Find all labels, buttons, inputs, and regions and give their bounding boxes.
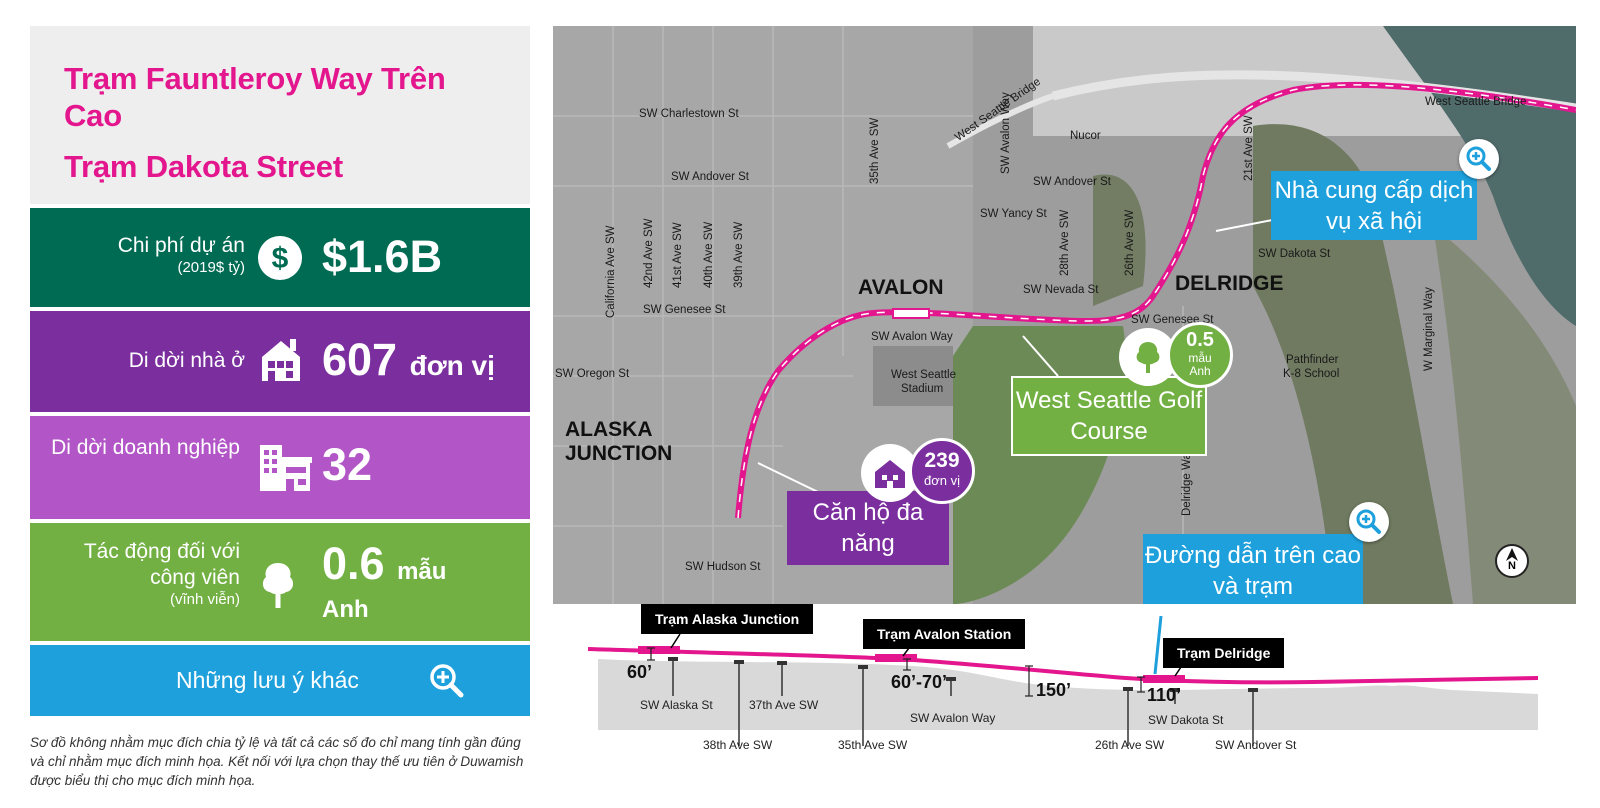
other-considerations-button[interactable]: Những lưu ý khác — [30, 645, 530, 716]
street-label: West Seattle Bridge — [1425, 96, 1527, 108]
station-tag-alaska: Trạm Alaska Junction — [641, 604, 814, 634]
profile-street-label: 38th Ave SW — [703, 738, 773, 752]
other-considerations-label: Những lưu ý khác — [176, 667, 359, 693]
guideway-callout: Đường dẫn trên cao và trạm — [1143, 534, 1363, 604]
landmark-label: K-8 School — [1283, 368, 1340, 380]
street-label: 21st Ave SW — [1243, 115, 1255, 181]
residential-displacement-unit: đơn vị — [409, 350, 495, 381]
business-displacement-label: Di dời doanh nghiệp — [51, 436, 240, 459]
zoom-in-icon[interactable] — [428, 662, 464, 703]
station-tag-delridge: Trạm Delridge — [1163, 638, 1285, 668]
park-impact-row: Tác động đối với công viên (vĩnh viễn) 0… — [30, 523, 530, 641]
profile-street-label: SW Avalon Way — [910, 711, 996, 725]
dollar-circle-icon: $ — [258, 236, 302, 285]
zoom-in-icon[interactable] — [1459, 139, 1499, 179]
project-cost-sublabel: (2019$ tỷ) — [177, 259, 245, 276]
neighborhood-label-alaska: ALASKA JUNCTION — [565, 418, 673, 465]
street-label: 35th Ave SW — [869, 117, 881, 184]
station-title-1: Trạm Fauntleroy Way Trên Cao — [64, 61, 446, 133]
house-icon — [875, 460, 905, 488]
street-label: SW Dakota St — [1258, 248, 1331, 260]
street-label: 28th Ave SW — [1059, 209, 1071, 276]
landmark-label: West Seattle — [891, 369, 956, 381]
street-label: W Marginal Way — [1423, 287, 1435, 371]
business-displacement-value: 32 — [322, 439, 373, 490]
station-tag-avalon: Trạm Avalon Station — [863, 619, 1026, 649]
profile-graphic — [587, 615, 1539, 746]
landmark-label: Pathfinder — [1286, 354, 1339, 366]
street-label: 39th Ave SW — [733, 221, 745, 288]
street-label: SW Charlestown St — [639, 108, 739, 120]
social-service-callout: Nhà cung cấp dịch vụ xã hội — [1271, 171, 1477, 240]
project-cost-label: Chi phí dự án (2019$ tỷ) — [40, 233, 245, 277]
project-cost-value: $1.6B — [322, 231, 443, 282]
profile-street-label: SW Dakota St — [1148, 713, 1224, 727]
residential-displacement-row: Di dời nhà ở 607 đơn vị — [30, 311, 530, 412]
profile-street-label: 35th Ave SW — [838, 738, 908, 752]
residential-displacement-label: Di dời nhà ở — [128, 349, 245, 372]
elevation-label: 60’-70’ — [891, 672, 948, 692]
business-displacement-row: Di dời doanh nghiệp 32 — [30, 416, 530, 519]
street-label: SW Genesee St — [643, 304, 726, 316]
project-cost-row: Chi phí dự án (2019$ tỷ) $ $1.6B — [30, 208, 530, 307]
street-label: 26th Ave SW — [1124, 209, 1136, 276]
elevation-label: 60’ — [627, 662, 653, 682]
tree-icon — [1136, 342, 1160, 373]
street-label: SW Andover St — [671, 171, 749, 183]
neighborhood-label-delridge: DELRIDGE — [1175, 272, 1284, 295]
street-label: SW Avalon Way — [871, 331, 953, 343]
profile-street-label: 26th Ave SW — [1095, 738, 1165, 752]
landmark-label: Stadium — [901, 383, 944, 395]
street-label: 41st Ave SW — [672, 222, 684, 288]
street-label: Delridge Way — [1181, 447, 1193, 516]
park-impact-sublabel: (vĩnh viễn) — [169, 591, 240, 608]
business-building-icon — [258, 443, 312, 498]
park-impact-value: 0.6 mẫu Anh — [322, 539, 522, 623]
landmark-label: Nucor — [1070, 130, 1101, 142]
svg-text:$: $ — [272, 242, 289, 275]
zoom-in-icon[interactable] — [1349, 502, 1389, 542]
street-label: 40th Ave SW — [703, 221, 715, 288]
street-label: SW Nevada St — [1023, 284, 1099, 296]
golf-course-callout: West Seattle Golf Course — [1011, 376, 1207, 456]
neighborhood-label-avalon: AVALON — [858, 276, 944, 299]
elevation-profile: Trạm Alaska Junction Trạm Avalon Station… — [553, 604, 1576, 808]
park-impact-label: Tác động đối với công viên (vĩnh viễn) — [45, 539, 240, 609]
street-label: SW Hudson St — [685, 561, 761, 573]
street-label: 42nd Ave SW — [643, 218, 655, 288]
street-label: California Ave SW — [605, 225, 617, 318]
elevation-label: 150’ — [1036, 680, 1072, 700]
disclaimer-footnote: Sơ đồ không nhằm mục đích chia tỷ lệ và … — [30, 735, 524, 788]
profile-street-label: SW Alaska St — [640, 698, 713, 712]
street-label: SW Andover St — [1033, 176, 1111, 188]
park-impact-unit-2: Anh — [322, 596, 369, 623]
street-label: SW Oregon St — [555, 368, 630, 380]
units-badge: 239 đơn vị — [909, 438, 975, 504]
residential-displacement-value: 607 đơn vị — [322, 334, 495, 385]
tree-badge — [1119, 328, 1177, 386]
street-label: SW Yancy St — [980, 208, 1047, 220]
street-label: SW Avalon Way — [1000, 92, 1012, 174]
acres-badge: 0.5 mẫu Anh — [1167, 322, 1233, 388]
profile-street-label: SW Andover St — [1215, 738, 1297, 752]
tree-icon — [260, 561, 296, 614]
north-arrow-icon: N — [1495, 544, 1529, 578]
house-icon — [258, 335, 304, 388]
elevation-label: 110’ — [1147, 685, 1182, 705]
profile-street-label: 37th Ave SW — [749, 698, 819, 712]
station-title-2: Trạm Dakota Street — [64, 149, 343, 184]
title-panel: Trạm Fauntleroy Way Trên Cao Trạm Dakota… — [30, 26, 530, 204]
alignment-map: SW Charlestown St SW Andover St SW Andov… — [553, 26, 1576, 604]
mixed-use-callout: Căn hộ đa năng — [787, 491, 949, 565]
park-impact-unit-1: mẫu — [397, 558, 447, 585]
